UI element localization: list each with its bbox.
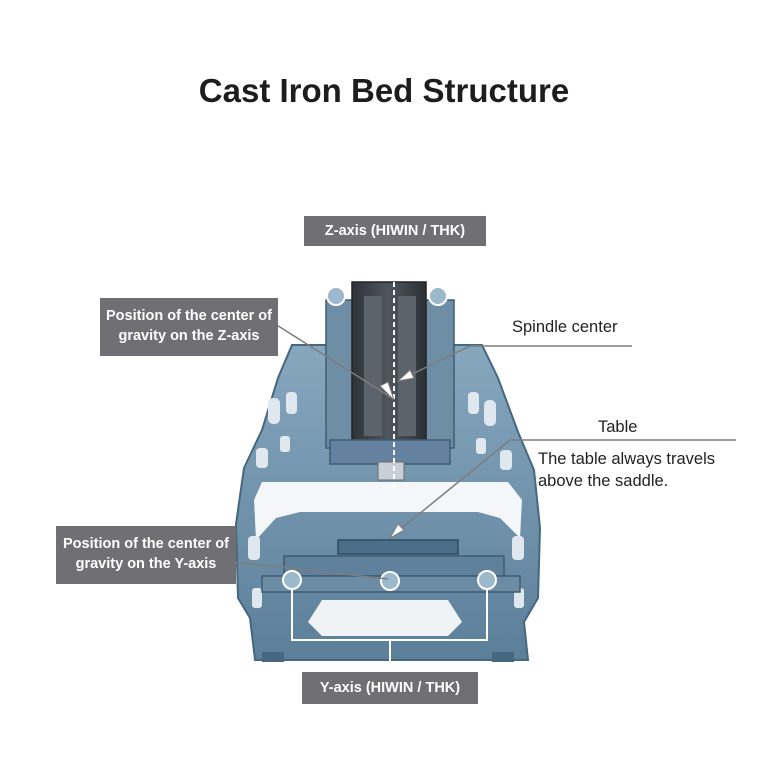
frame-foot — [492, 652, 514, 662]
spindle-center-label: Spindle center — [512, 318, 618, 336]
frame-window — [476, 438, 486, 454]
base-window — [512, 536, 524, 560]
frame-foot — [262, 652, 284, 662]
y-gravity-marker — [380, 571, 400, 591]
spindle-center-leader — [399, 345, 632, 381]
z-rail-marker-left — [326, 286, 346, 306]
frame-window — [268, 398, 280, 424]
table — [337, 539, 459, 555]
z-gravity-label: Position of the center of gravity on the… — [100, 298, 278, 356]
external-leaders — [233, 321, 736, 580]
base-slot — [308, 600, 462, 636]
y-rail-marker-left — [282, 570, 302, 590]
y-gravity-label: Position of the center of gravity on the… — [56, 526, 236, 584]
frame-window — [280, 436, 290, 452]
frame-window — [500, 450, 512, 470]
base-window — [252, 588, 262, 608]
base-window — [514, 588, 524, 608]
z-gravity-line1: Position of the center of — [106, 308, 272, 324]
z-axis-label-text: Z-axis (HIWIN / THK) — [324, 223, 466, 239]
z-axis-column — [325, 281, 455, 481]
y-axis-label: Y-axis (HIWIN / THK) — [302, 672, 478, 704]
frame-window — [286, 392, 297, 414]
base-window — [248, 536, 260, 560]
table-arrow — [388, 523, 405, 540]
leader-lines — [291, 246, 488, 672]
z-gravity-leader — [271, 321, 393, 399]
spindle-arrow — [396, 369, 415, 382]
y-gravity-line1: Position of the center of — [63, 536, 229, 552]
table-note-line1: The table always travels — [538, 450, 715, 468]
y-axis-label-text: Y-axis (HIWIN / THK) — [319, 680, 461, 696]
y-gravity-line2: gravity on the Y-axis — [75, 556, 217, 572]
table-label: Table — [598, 418, 638, 436]
z-rail-marker-right — [428, 286, 448, 306]
frame-window — [468, 392, 479, 414]
frame-window — [484, 400, 496, 426]
z-axis-label: Z-axis (HIWIN / THK) — [304, 216, 486, 246]
table-leader — [391, 439, 736, 537]
frame-opening — [254, 482, 522, 540]
y-gravity-leader — [233, 561, 389, 580]
z-gravity-arrow — [379, 381, 395, 401]
y-rail-marker-right — [477, 570, 497, 590]
table-note: The table always travels above the saddl… — [538, 448, 715, 492]
page-title: Cast Iron Bed Structure — [198, 72, 570, 109]
table-note-line2: above the saddle. — [538, 472, 669, 490]
z-gravity-line2: gravity on the Z-axis — [118, 328, 260, 344]
arrowheads — [379, 369, 415, 540]
table-and-saddle — [261, 539, 521, 593]
frame-window — [256, 448, 268, 468]
